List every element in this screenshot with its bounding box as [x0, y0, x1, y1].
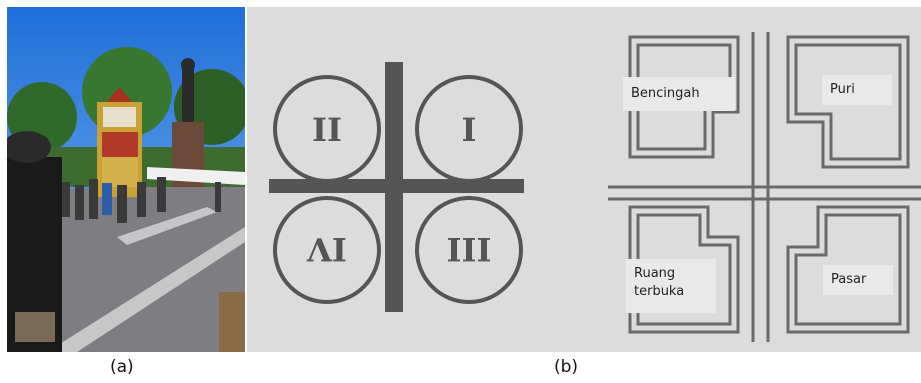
procession-photo: [7, 7, 245, 352]
quadrant-label-iii: III: [447, 230, 492, 268]
label-ruang-line2: terbuka: [634, 284, 685, 299]
quadrant-circle-iv: [273, 196, 381, 304]
block-pasar: [786, 205, 910, 334]
site-plan-diagram: Bencingah Puri Ruang terbuka Pasar: [608, 7, 921, 352]
label-ruang-terbuka: Ruang terbuka: [626, 259, 716, 313]
procession-photo-drawing: [7, 7, 245, 352]
caption-a: (a): [110, 357, 134, 377]
quadrant-circle-i: [415, 75, 523, 183]
label-pasar: Pasar: [823, 265, 893, 295]
quadrant-label-iv: IV: [306, 230, 347, 268]
label-ruang-line1: Ruang: [634, 266, 676, 281]
block-ruang-terbuka: [628, 205, 740, 334]
block-puri: [786, 35, 910, 169]
quadrant-circle-ii: [273, 75, 381, 183]
label-bencingah: Bencingah: [623, 77, 735, 111]
mandala-diagram: II I IV III: [247, 7, 610, 352]
quadrant-label-ii: II: [312, 111, 342, 149]
crossroad-horizontal: [269, 179, 524, 193]
quadrant-label-i: I: [462, 111, 477, 149]
mandala-diagram-drawing: II I IV III: [247, 7, 610, 352]
quadrant-circle-iii: [415, 196, 523, 304]
caption-b: (b): [554, 357, 579, 377]
label-puri: Puri: [822, 75, 892, 105]
